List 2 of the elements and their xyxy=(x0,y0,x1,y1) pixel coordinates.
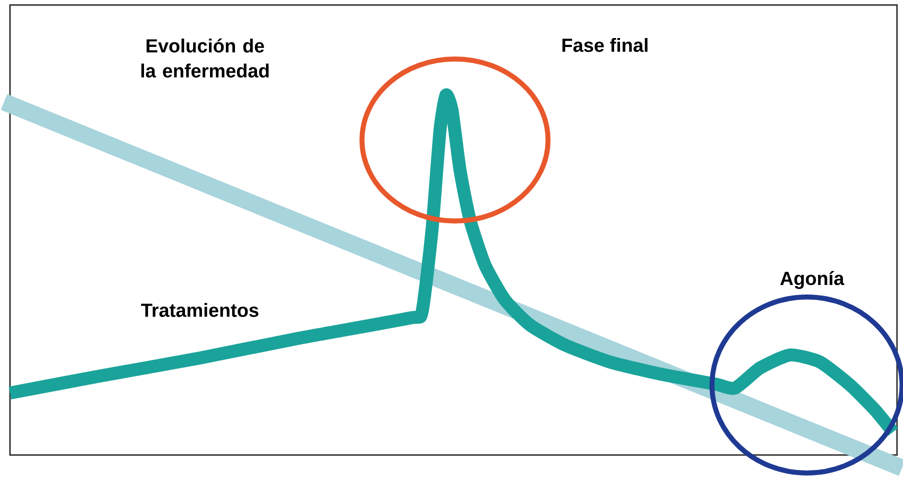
curve-label: Evolución de la enfermedad xyxy=(141,38,269,78)
curve-label: Tratamientos xyxy=(141,303,258,317)
